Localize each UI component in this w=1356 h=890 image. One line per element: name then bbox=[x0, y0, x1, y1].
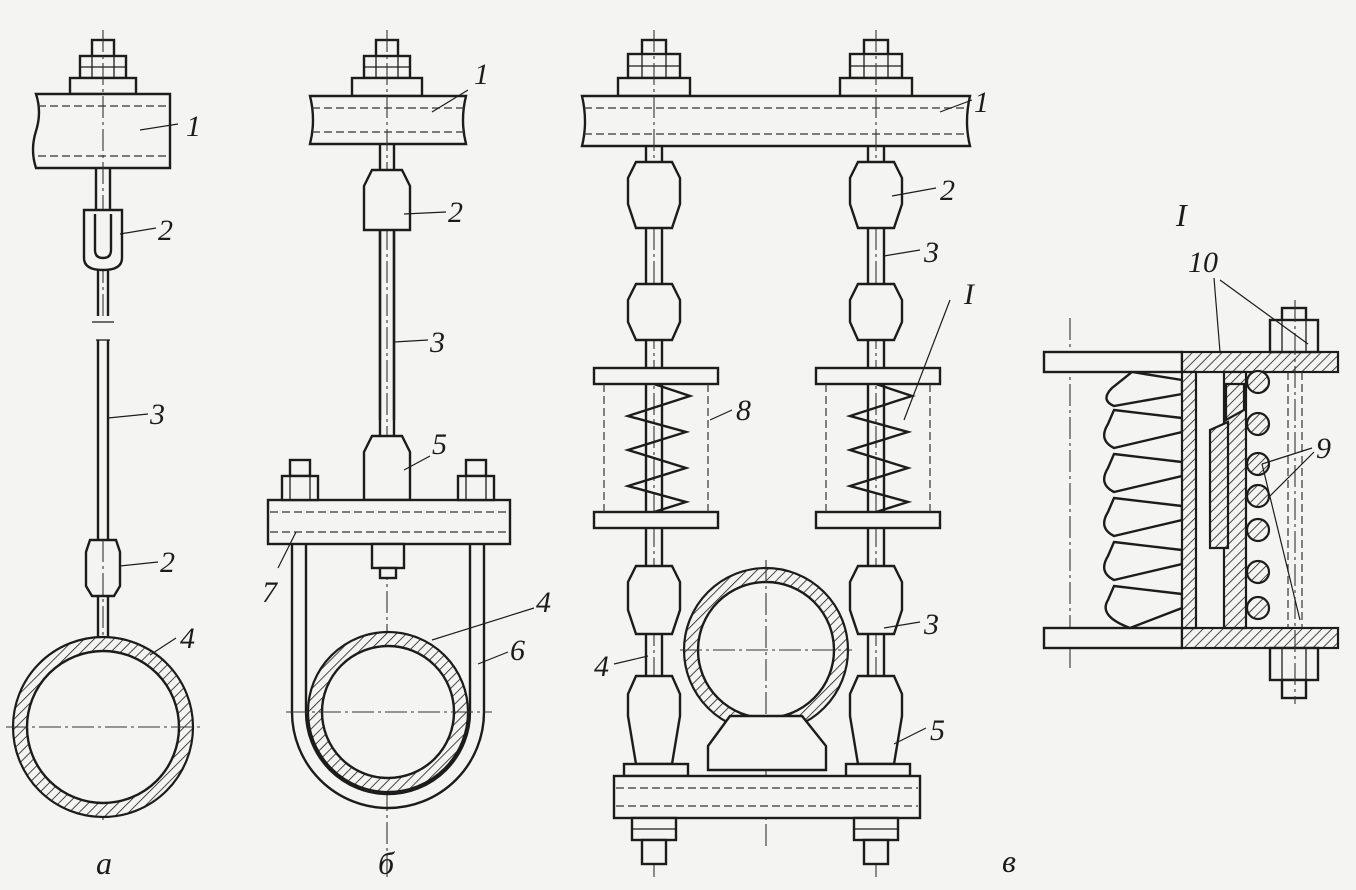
caption-a: а bbox=[96, 845, 112, 881]
label-v-4: 4 bbox=[594, 650, 609, 683]
label-b-4: 4 bbox=[536, 586, 551, 619]
detail-i bbox=[1042, 277, 1340, 704]
label-b-1: 1 bbox=[474, 58, 489, 91]
label-v-8: 8 bbox=[736, 394, 751, 427]
label-b-2: 2 bbox=[448, 196, 463, 229]
caption-detail: I bbox=[1175, 197, 1188, 233]
view-captions: а б в I bbox=[96, 197, 1188, 881]
label-a-1: 1 bbox=[186, 110, 201, 143]
view-a bbox=[6, 30, 204, 820]
label-b-7: 7 bbox=[262, 576, 279, 609]
label-a-4: 4 bbox=[180, 622, 195, 655]
label-a-2: 2 bbox=[158, 214, 173, 247]
caption-b: б bbox=[378, 845, 395, 881]
label-a-2b: 2 bbox=[160, 546, 175, 579]
label-v-3: 3 bbox=[923, 236, 939, 269]
view-v bbox=[580, 30, 973, 880]
label-detail-9: 9 bbox=[1316, 432, 1331, 465]
label-v-3b: 3 bbox=[923, 608, 939, 641]
spring-coils bbox=[1102, 370, 1198, 630]
label-v-5: 5 bbox=[930, 714, 945, 747]
label-v-2: 2 bbox=[940, 174, 955, 207]
view-b bbox=[266, 30, 535, 880]
caption-v: в bbox=[1002, 843, 1016, 879]
label-a-3: 3 bbox=[149, 398, 165, 431]
label-v-I: I bbox=[963, 278, 976, 311]
callout-labels: 1 2 3 2 4 1 2 3 5 4 6 7 1 2 3 8 I 3 4 5 … bbox=[149, 58, 1331, 747]
label-b-6: 6 bbox=[510, 634, 525, 667]
label-b-3: 3 bbox=[429, 326, 445, 359]
label-v-1: 1 bbox=[974, 86, 989, 119]
label-b-5: 5 bbox=[432, 428, 447, 461]
label-detail-10: 10 bbox=[1188, 246, 1218, 279]
